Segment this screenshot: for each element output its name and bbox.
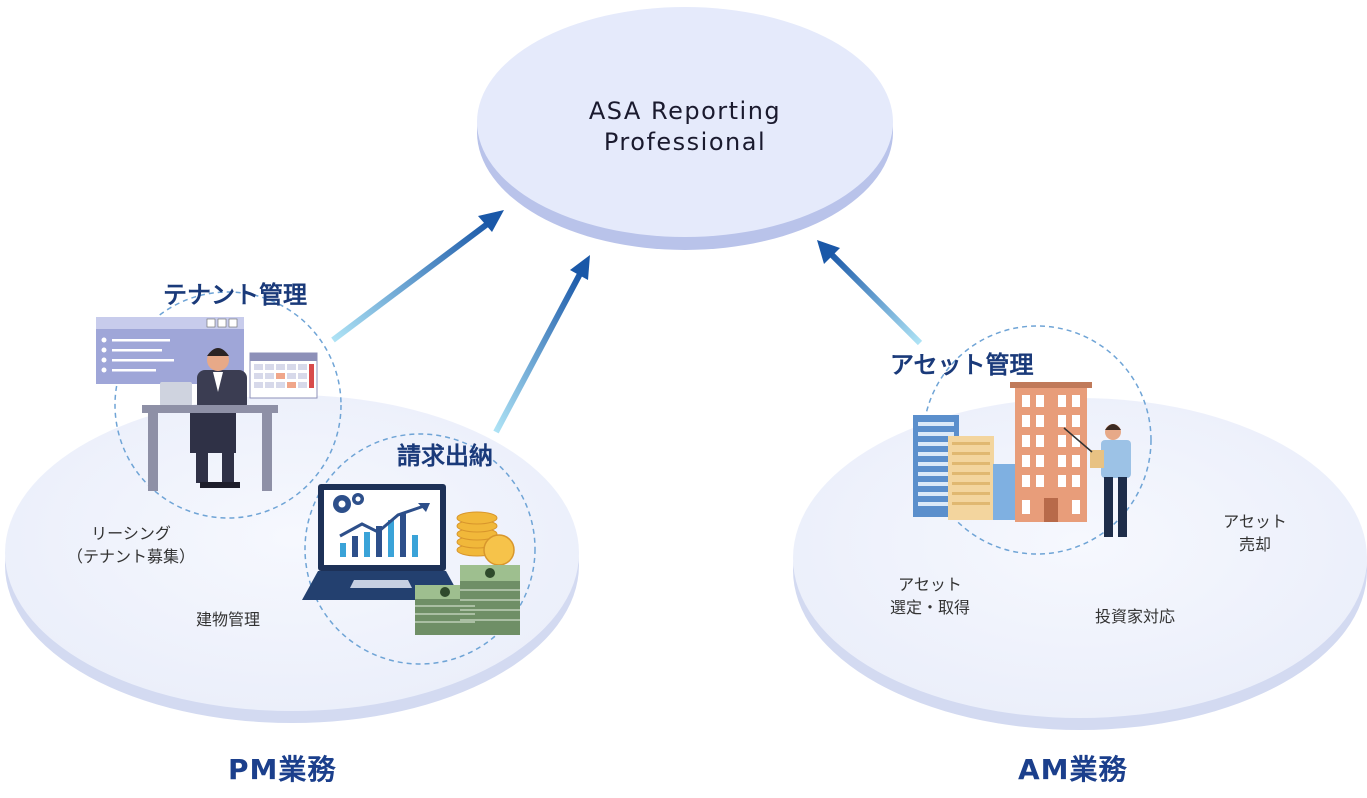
asset-circle [922,325,1152,555]
billing-label: 請求出納 [397,442,493,470]
building-management-label: 建物管理 [196,610,261,629]
arrow-tenant-to-center [331,210,504,343]
pm-group-title: PM業務 [228,753,337,786]
center-title-line1: ASA Reporting [588,97,782,125]
asset-select-line2: 選定・取得 [889,598,970,617]
leasing-line1: リーシング [91,524,171,543]
billing-laptop-illustration [302,484,520,635]
asset-management-label: アセット管理 [890,351,1034,379]
center-ellipse [477,7,893,250]
leasing-label: リーシング （テナント募集） [56,522,206,568]
leasing-line2: （テナント募集） [66,547,195,566]
asset-select-label: アセット 選定・取得 [880,573,980,619]
am-group-title: AM業務 [1018,753,1128,786]
tenant-office-illustration [96,317,318,491]
money-stack [415,565,520,635]
arrow-billing-to-center [493,255,590,434]
center-title: ASA Reporting Professional [520,96,850,158]
asset-sale-label: アセット 売却 [1205,510,1305,556]
billing-circle [304,433,536,665]
tenant-circle [114,291,342,519]
asset-select-line1: アセット [898,575,962,594]
asset-buildings-illustration [913,382,1131,537]
asset-sale-line1: アセット [1223,512,1287,531]
asset-sale-line2: 売却 [1238,535,1271,554]
tenant-management-label: テナント管理 [163,281,307,309]
center-title-line2: Professional [603,128,767,156]
investor-relations-label: 投資家対応 [1095,607,1176,626]
arrow-asset-to-center [817,240,923,346]
